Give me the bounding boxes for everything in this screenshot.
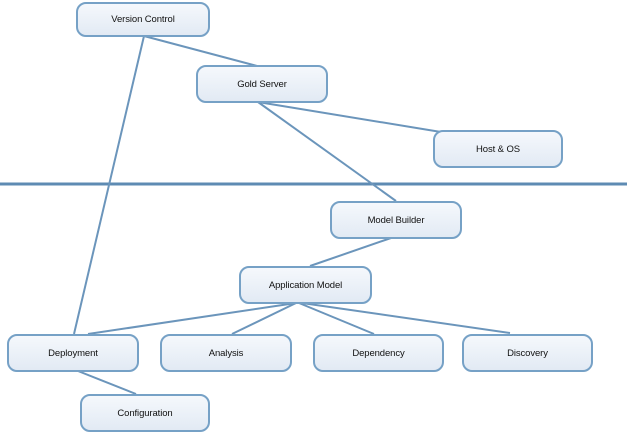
edge-application-model-discovery xyxy=(301,302,511,334)
node-label: Host & OS xyxy=(476,143,520,155)
node-label: Discovery xyxy=(507,347,548,359)
node-model-builder: Model Builder xyxy=(330,201,462,239)
node-host-os: Host & OS xyxy=(433,130,563,168)
edge-version-control-deployment xyxy=(73,35,145,335)
node-label: Application Model xyxy=(268,279,343,291)
node-discovery: Discovery xyxy=(462,334,593,372)
node-analysis: Analysis xyxy=(160,334,292,372)
edge-gold-server-host-os xyxy=(257,101,442,133)
edge-application-model-dependency xyxy=(298,302,375,335)
node-label: Deployment xyxy=(48,347,98,359)
node-application-model: Application Model xyxy=(239,266,372,304)
node-dependency: Dependency xyxy=(313,334,444,372)
node-label: Version Control xyxy=(111,14,175,25)
node-configuration: Configuration xyxy=(80,394,210,432)
edge-version-control-gold-server xyxy=(143,35,258,67)
node-label: Gold Server xyxy=(237,78,287,90)
edge-gold-server-model-builder xyxy=(257,101,397,202)
edge-application-model-analysis xyxy=(231,302,297,335)
edge-deployment-configuration xyxy=(77,370,137,395)
edge-application-model-deployment xyxy=(87,302,297,335)
node-version-control: Version Control xyxy=(76,2,210,37)
edge-model-builder-application-model xyxy=(309,237,392,267)
node-deployment: Deployment xyxy=(7,334,139,372)
node-label: Analysis xyxy=(208,347,244,359)
node-label: Configuration xyxy=(117,407,173,419)
node-label: Dependency xyxy=(352,347,405,359)
node-label: Model Builder xyxy=(367,214,425,226)
node-gold-server: Gold Server xyxy=(196,65,328,103)
